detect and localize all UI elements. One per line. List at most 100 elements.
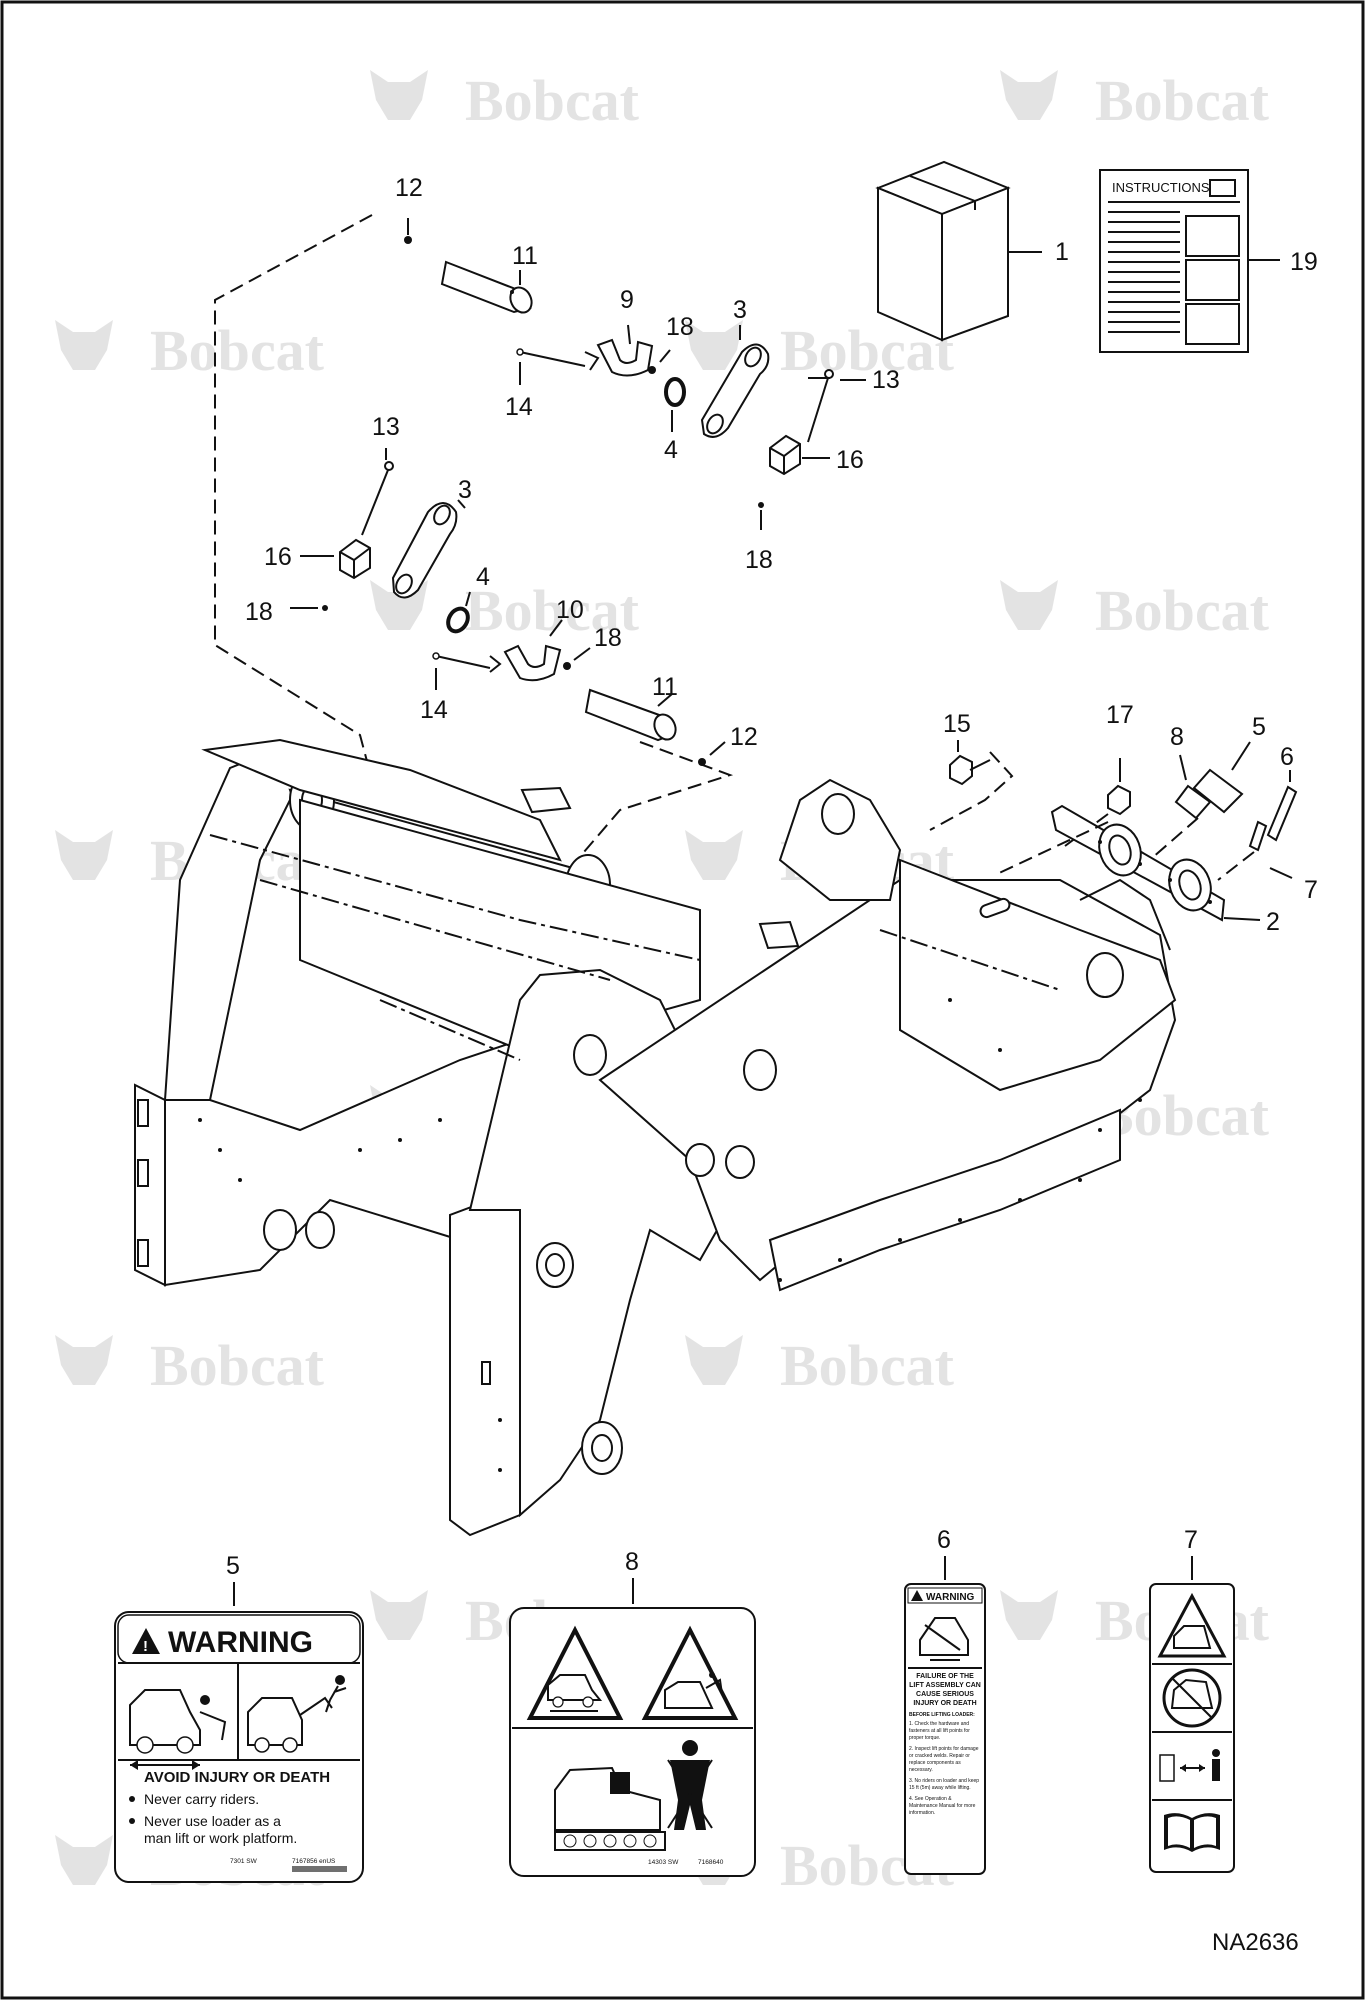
part-1-parts-box [875,160,1042,342]
callout-18: 18 [594,624,622,652]
decal-5-bullet-2-continued: man lift or work platform. [144,1830,297,1846]
bobcat-head-logo-icon [685,830,743,880]
read-manual-book-icon [1164,1813,1220,1852]
decal-5-warning-riders: 5 ! WARNING AVOID INJURY OR DEATH [114,1552,364,1883]
decal-5-code-left: 7301 SW [230,1858,258,1865]
callout-19: 19 [1290,248,1318,276]
callout-16: 16 [836,446,864,474]
decal-5-bullet-2-text: Never use loader as a [144,1813,281,1829]
callout-1: 1 [1055,238,1069,266]
part-12-dot [404,236,412,244]
decal-6-number: 6 [937,1526,951,1554]
person-icon [682,1740,698,1756]
bobcat-head-logo-icon [1000,1590,1058,1640]
decal-8-code-right: 7168640 [698,1859,724,1866]
upper-pin-assembly [214,214,866,781]
decal-5-title: AVOID INJURY OR DEATH [144,1769,330,1786]
decal-7-number: 7 [1184,1526,1198,1554]
bobcat-watermark: Bobcat [685,318,955,383]
callout-18: 18 [666,313,694,341]
skid-steer-man-lift-icon [247,1675,347,1753]
decal-5-code-right: 7167856 enUS [292,1858,336,1865]
decal-8-lift-pictogram: 8 14303 SW 7168640 [509,1548,756,1877]
watermark-text: Bobcat [1095,68,1270,133]
callout-7: 7 [1304,876,1318,904]
left-pin-assembly [290,448,734,881]
callout-numbers: 1 2 3 3 4 4 5 6 7 8 9 10 11 11 12 12 13 … [245,174,1318,936]
callout-3: 3 [733,296,747,324]
callout-13: 13 [372,413,400,441]
watermark-text: Bobcat [465,68,640,133]
skid-steer-rider-icon [129,1689,227,1770]
callout-5: 5 [1252,713,1266,741]
callout-16: 16 [264,543,292,571]
bobcat-head-logo-icon [685,320,743,370]
watermark-text: Bobcat [150,318,325,383]
bobcat-head-logo-icon [1000,70,1058,120]
bobcat-head-logo-icon [1000,580,1058,630]
callout-12: 12 [730,723,758,751]
decal-6-subtitle: BEFORE LIFTING LOADER: [909,1712,975,1718]
callout-3: 3 [458,476,472,504]
callout-4: 4 [476,563,490,591]
decal-6-step-2: 2. Inspect lift points for damage or cra… [909,1746,979,1773]
callout-4: 4 [664,436,678,464]
callout-8: 8 [1170,723,1184,751]
svg-text:!: ! [143,1638,148,1655]
bobcat-watermark: Bobcat [1000,578,1270,643]
bobcat-watermark: Bobcat [55,1333,325,1398]
decal-6-warning-lift-assembly: 6 WARNING FAILURE OF THE LIFT ASSEMBLY C… [904,1526,986,1875]
bobcat-head-logo-icon [55,830,113,880]
decal-5-bullet-1: Never carry riders. [144,1791,259,1807]
decal-6-header: WARNING [926,1592,975,1603]
right-tiedown-assembly [929,740,1298,922]
decal-5-number: 5 [226,1552,240,1580]
decal-5-header: WARNING [168,1626,313,1659]
callout-10: 10 [556,596,584,624]
watermark-text: Bobcat [780,1333,955,1398]
callout-12: 12 [395,174,423,202]
decal-6-step-3: 3. No riders on loader and keep 15 ft (5… [909,1778,980,1791]
bobcat-watermark: Bobcat [55,318,325,383]
drawing-code: NA2636 [1212,1929,1299,1956]
bobcat-head-logo-icon [55,1835,113,1885]
decal-5-bullet-2: Never use loader as a man lift or work p… [144,1813,297,1846]
decal-8-number: 8 [625,1548,639,1576]
bobcat-head-logo-icon [55,1335,113,1385]
loader-main-frame [134,738,1177,1537]
bobcat-watermark: Bobcat [685,1333,955,1398]
bobcat-head-logo-icon [55,320,113,370]
keep-away-distance-icon [1159,1749,1220,1782]
instructions-title: INSTRUCTIONS [1112,180,1210,195]
decal-6-title: FAILURE OF THE LIFT ASSEMBLY CAN CAUSE S… [909,1673,981,1707]
no-riders-icon [1162,1668,1222,1728]
callout-14: 14 [420,696,448,724]
callout-18: 18 [745,546,773,574]
callout-6: 6 [1280,743,1294,771]
bobcat-watermark: Bobcat [1000,68,1270,133]
callout-15: 15 [943,710,971,738]
decal-7-pictograms: 7 [1149,1526,1235,1873]
bobcat-head-logo-icon [370,70,428,120]
bobcat-head-logo-icon [685,1335,743,1385]
watermark-text: Bobcat [150,1333,325,1398]
callout-14: 14 [505,393,533,421]
callout-11: 11 [512,242,538,270]
bobcat-head-logo-icon [370,1590,428,1640]
callout-17: 17 [1106,701,1134,729]
callout-18: 18 [245,598,273,626]
watermark-text: Bobcat [1095,578,1270,643]
decal-8-code-left: 14303 SW [648,1859,679,1866]
callout-9: 9 [620,286,634,314]
decal-6-step-4: 4. See Operation & Maintenance Manual fo… [909,1796,976,1816]
warning-triangle-icon [911,1590,923,1601]
callout-11: 11 [652,673,678,701]
callout-13: 13 [872,366,900,394]
warning-triangle-icon [132,1628,160,1654]
part-19-instructions-sheet: INSTRUCTIONS [1099,169,1280,353]
bobcat-watermark: Bobcat [370,68,640,133]
decal-6-step-1: 1. Check the hardware and fasteners at a… [909,1721,970,1741]
